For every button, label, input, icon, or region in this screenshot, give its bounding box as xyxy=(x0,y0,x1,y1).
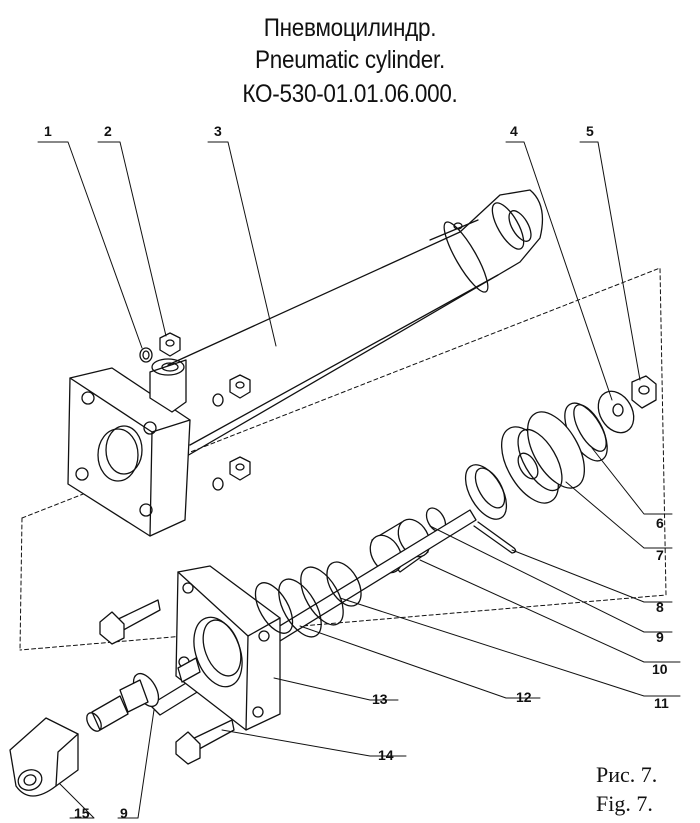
callout-9: 9 xyxy=(656,629,664,645)
figure-label-russian: Рис. 7. xyxy=(596,762,658,787)
callout-10: 10 xyxy=(652,661,668,677)
body-nut-lower xyxy=(229,456,251,481)
bolt-part-14 xyxy=(175,719,235,765)
clevis-part-15 xyxy=(9,717,79,797)
callout-14: 14 xyxy=(378,747,394,763)
callout-5: 5 xyxy=(586,123,594,139)
drawing-code: КО-530-01.01.06.000. xyxy=(242,80,458,108)
callout-11: 11 xyxy=(654,695,669,711)
castle-nut-part-5 xyxy=(631,375,657,409)
body-nut-upper xyxy=(229,374,251,399)
callout-12: 12 xyxy=(516,689,532,705)
cylinder-body xyxy=(167,189,544,461)
callout-6: 6 xyxy=(656,515,664,531)
ring-part-11 xyxy=(326,561,362,607)
seal-ring-part-1 xyxy=(139,347,153,363)
callout-4: 4 xyxy=(510,123,518,139)
seal-ring-inner xyxy=(142,350,150,360)
callout-13: 13 xyxy=(372,691,388,707)
ring-part-12 xyxy=(300,566,344,626)
title-russian: Пневмоцилиндр. xyxy=(263,14,437,42)
bolt-upper xyxy=(99,599,161,645)
nut-part-2 xyxy=(159,332,181,357)
cylinder-flange xyxy=(67,367,191,537)
body-washer-upper xyxy=(212,393,224,407)
callout-9-rod: 9 xyxy=(120,805,128,821)
callout-2: 2 xyxy=(104,123,112,139)
washer-part-4-hole xyxy=(612,403,624,417)
assembly-dashed-line xyxy=(19,267,667,651)
body-washer-lower xyxy=(212,477,224,491)
callout-1: 1 xyxy=(44,123,52,139)
callout-7: 7 xyxy=(656,547,664,563)
cover-flange-part-13 xyxy=(175,565,294,731)
piston-part-7 xyxy=(500,411,586,504)
callout-8: 8 xyxy=(656,599,664,615)
assembly-dashed-line xyxy=(19,517,23,651)
title-english: Pneumatic cylinder. xyxy=(255,46,445,74)
leader-lines xyxy=(37,141,681,819)
washer-part-4 xyxy=(597,390,635,434)
port-boss xyxy=(149,358,187,413)
figure-label-english: Fig. 7. xyxy=(596,791,653,816)
callout-3: 3 xyxy=(214,123,222,139)
ring-part-12b xyxy=(278,578,322,638)
callout-15: 15 xyxy=(74,805,90,821)
rod-end-fittings xyxy=(86,657,201,732)
cotter-pin-part-8 xyxy=(473,521,517,554)
